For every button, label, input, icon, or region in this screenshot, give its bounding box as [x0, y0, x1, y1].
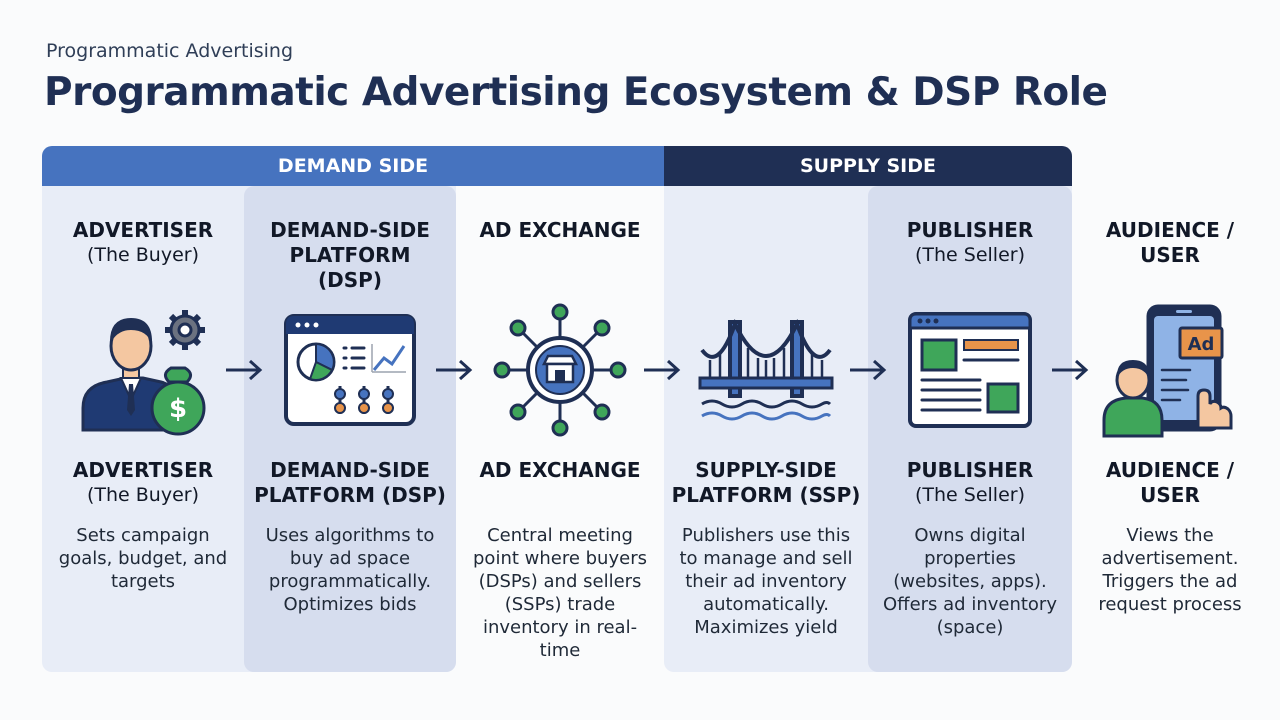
arrow-right-icon [436, 359, 473, 381]
dsp-top-name: DEMAND-SIDE PLATFORM (DSP) [270, 218, 430, 292]
webpage-icon [908, 312, 1032, 428]
column-advertiser: ADVERTISER (The Buyer) $ ADVERTISER (T [42, 0, 244, 720]
exchange-bottom-title: AD EXCHANGE [456, 458, 664, 483]
page-title: Programmatic Advertising Ecosystem & DSP… [44, 70, 1108, 115]
arrow-right-icon [226, 359, 263, 381]
column-publisher: PUBLISHER (The Seller) PUBLISHER (The Se… [868, 0, 1072, 720]
audience-top-title: AUDIENCE / USER [1072, 218, 1268, 268]
exchange-hub-icon [493, 303, 627, 437]
publisher-top-title: PUBLISHER (The Seller) [868, 218, 1072, 268]
audience-description: Views the advertisement. Triggers the ad… [1098, 525, 1242, 615]
exchange-description: Central meeting point where buyers (DSPs… [473, 525, 647, 661]
eyebrow-label: Programmatic Advertising [46, 40, 294, 62]
publisher-bottom-title: PUBLISHER (The Seller) [868, 458, 1072, 508]
advertiser-bottom-sub: (The Buyer) [86, 484, 200, 506]
dsp-description: Uses algorithms to buy ad space programm… [265, 525, 435, 615]
ssp-bottom-name: SUPPLY-SIDE PLATFORM (SSP) [671, 458, 861, 507]
advertiser-top-sub: (The Buyer) [86, 244, 200, 266]
bridge-icon [698, 318, 834, 421]
ad-badge-text: Ad [1188, 334, 1215, 355]
arrow-right-icon [1052, 359, 1089, 381]
publisher-bottom-name: PUBLISHER [906, 458, 1034, 482]
dsp-bottom-title: DEMAND-SIDE PLATFORM (DSP) [244, 458, 456, 508]
publisher-column-highlight [868, 186, 1072, 672]
ssp-bottom-title: SUPPLY-SIDE PLATFORM (SSP) [664, 458, 868, 508]
advertiser-description: Sets campaign goals, budget, and targets [58, 525, 228, 592]
advertiser-top-title: ADVERTISER (The Buyer) [42, 218, 244, 268]
advertiser-bottom-title: ADVERTISER (The Buyer) [42, 458, 244, 508]
supply-side-header: SUPPLY SIDE [664, 146, 1072, 186]
publisher-top-sub: (The Seller) [914, 244, 1025, 266]
advertiser-top-name: ADVERTISER [72, 218, 214, 242]
publisher-description: Owns digital properties (websites, apps)… [883, 525, 1057, 638]
publisher-bottom-sub: (The Seller) [914, 484, 1025, 506]
audience-bottom-title: AUDIENCE / USER [1072, 458, 1268, 508]
user-phone-icon: Ad [1102, 304, 1233, 438]
arrow-right-icon [850, 359, 887, 381]
dsp-bottom-name: DEMAND-SIDE PLATFORM (DSP) [254, 458, 446, 507]
arrow-right-icon [644, 359, 681, 381]
column-audience: AUDIENCE / USER Ad AUDIENCE / USER Views… [1072, 0, 1268, 720]
svg-text:$: $ [169, 394, 187, 424]
advertiser-icon: $ [81, 310, 206, 436]
column-dsp: DEMAND-SIDE PLATFORM (DSP) DEMAND-SIDE P… [244, 0, 456, 720]
exchange-top-title: AD EXCHANGE [456, 218, 664, 243]
dsp-dashboard-icon [284, 314, 416, 426]
publisher-top-name: PUBLISHER [906, 218, 1034, 242]
audience-bottom-name: AUDIENCE / USER [1105, 458, 1235, 507]
exchange-bottom-name: AD EXCHANGE [479, 458, 641, 482]
audience-top-name: AUDIENCE / USER [1105, 218, 1235, 267]
exchange-top-name: AD EXCHANGE [479, 218, 641, 242]
column-ad-exchange: AD EXCHANGE AD EXCHANGE Central meeting … [456, 0, 664, 720]
column-ssp: SUPPLY-SIDE PLATFORM (SSP) Publishers us… [664, 0, 868, 720]
dsp-top-title: DEMAND-SIDE PLATFORM (DSP) [244, 218, 456, 293]
dsp-column-highlight [244, 186, 456, 672]
ssp-description: Publishers use this to manage and sell t… [679, 525, 853, 638]
demand-side-header: DEMAND SIDE [42, 146, 664, 186]
advertiser-bottom-name: ADVERTISER [72, 458, 214, 482]
